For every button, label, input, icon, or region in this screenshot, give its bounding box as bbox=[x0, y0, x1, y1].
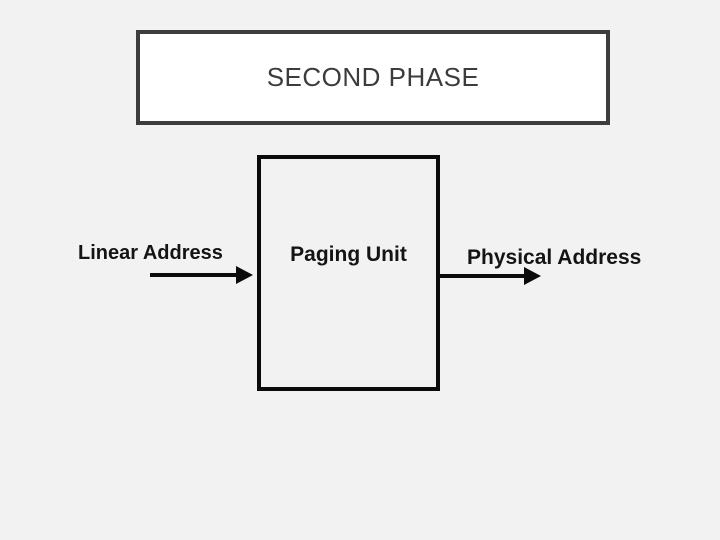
arrow-right-icon bbox=[236, 266, 253, 284]
title-box: SECOND PHASE bbox=[136, 30, 610, 125]
arrow-right-icon bbox=[524, 267, 541, 285]
slide-title: SECOND PHASE bbox=[266, 62, 480, 92]
arrow-shaft bbox=[150, 273, 238, 277]
physical-address-label: Physical Address bbox=[467, 246, 642, 269]
physical-address-arrow bbox=[440, 267, 541, 285]
linear-address-arrow bbox=[150, 266, 253, 284]
paging-unit-box: Paging Unit bbox=[257, 155, 440, 391]
arrow-shaft bbox=[440, 274, 526, 278]
paging-unit-label: Paging Unit bbox=[290, 243, 407, 266]
linear-address-label: Linear Address bbox=[78, 242, 223, 264]
